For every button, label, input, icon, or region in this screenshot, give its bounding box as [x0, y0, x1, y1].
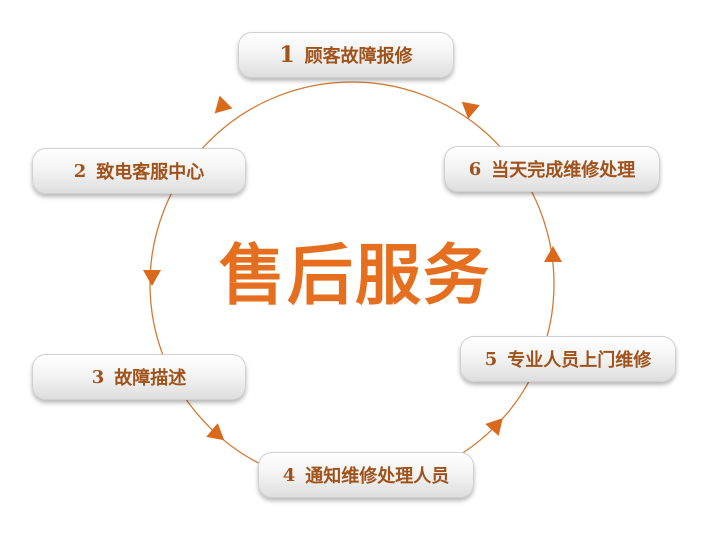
step-1-box: 1 顾客故障报修 [238, 32, 454, 78]
step-6-box: 6 当天完成维修处理 [444, 146, 660, 192]
step-6-number: 6 [468, 158, 482, 180]
step-5-box: 5 专业人员上门维修 [460, 336, 676, 382]
step-3-box: 3 故障描述 [32, 354, 246, 400]
arrow-head-5 [544, 246, 562, 262]
arrow-head-4 [485, 418, 503, 437]
page-title: 售后服务 [219, 236, 491, 314]
arrow-head-1 [214, 95, 233, 114]
arrow-head-2 [143, 270, 161, 286]
step-1-label: 顾客故障报修 [304, 46, 413, 67]
step-3-number: 3 [91, 366, 105, 388]
step-2-box: 2 致电客服中心 [32, 148, 246, 194]
step-5-label: 专业人员上门维修 [507, 350, 652, 371]
arrow-head-3 [206, 423, 225, 441]
arrow-head-6 [461, 101, 480, 119]
step-1-number: 1 [279, 42, 295, 68]
step-2-label: 致电客服中心 [96, 162, 205, 183]
step-2-number: 2 [73, 160, 87, 182]
step-4-box: 4 通知维修处理人员 [258, 452, 474, 498]
step-4-label: 通知维修处理人员 [305, 466, 450, 487]
step-3-label: 故障描述 [114, 368, 187, 389]
step-6-label: 当天完成维修处理 [491, 160, 636, 181]
step-4-number: 4 [282, 464, 296, 486]
step-5-number: 5 [484, 348, 498, 370]
